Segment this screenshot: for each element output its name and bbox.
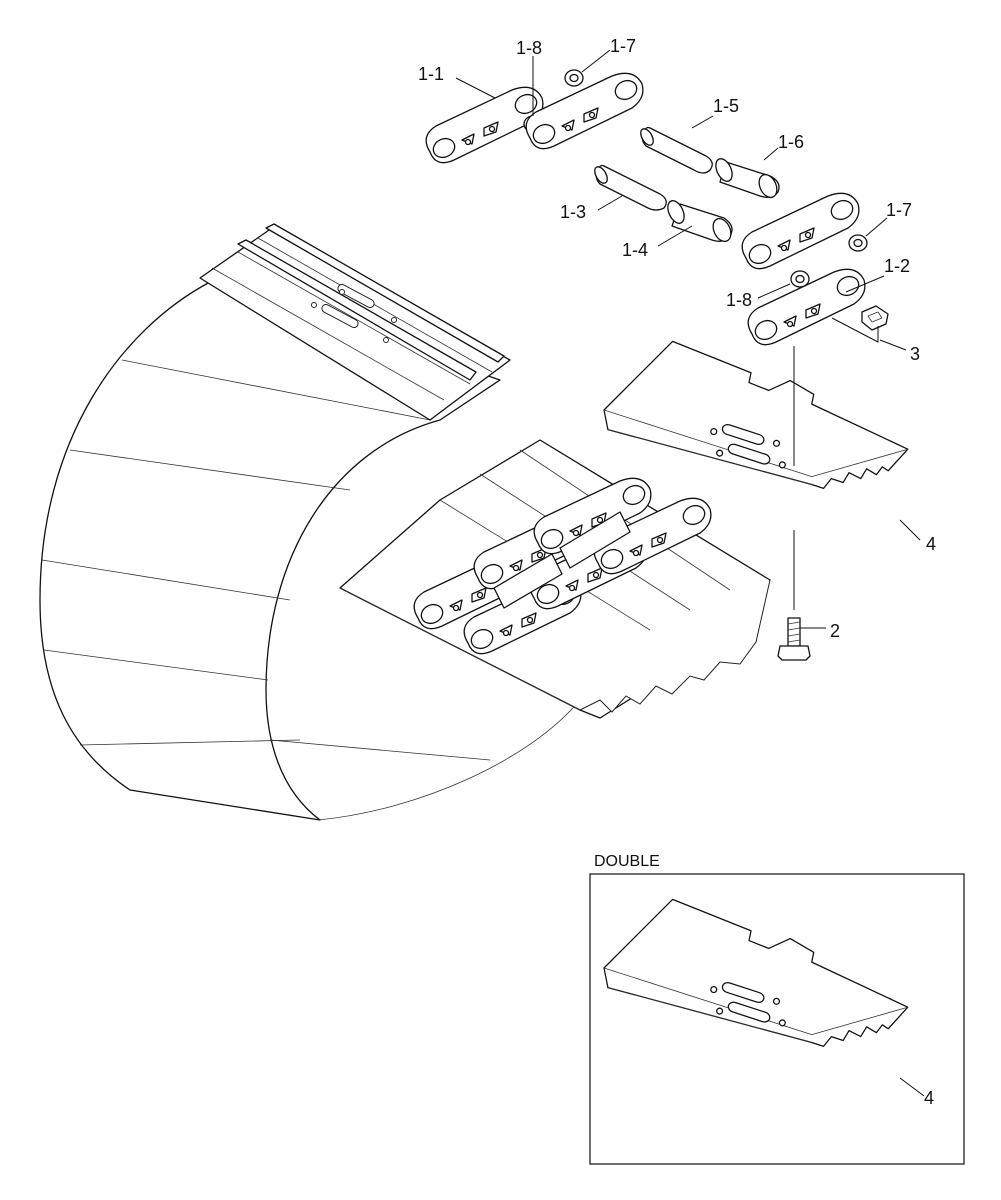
callout-3: 3 <box>910 344 920 364</box>
callout-1-5: 1-5 <box>713 96 739 116</box>
inset-frame <box>589 873 965 1165</box>
inset-callout-4: 4 <box>924 1088 934 1108</box>
callout-4: 4 <box>926 534 936 554</box>
track-assembly <box>39 223 771 821</box>
inset-double-shoe <box>603 898 909 1048</box>
callout-1-3: 1-3 <box>560 202 586 222</box>
track-shoe <box>603 340 909 490</box>
callout-1-4: 1-4 <box>622 240 648 260</box>
callout-labels: 1-1 1-8 1-7 1-5 1-6 1-3 1-4 1-7 1-2 1-8 … <box>418 36 936 641</box>
callout-1-7-right: 1-7 <box>886 200 912 220</box>
callout-1-8-top: 1-8 <box>516 38 542 58</box>
callout-1-8-mid: 1-8 <box>726 290 752 310</box>
double-inset: DOUBLE 4 <box>589 853 965 1165</box>
callout-1-1: 1-1 <box>418 64 444 84</box>
callout-1-2: 1-2 <box>884 256 910 276</box>
callout-1-7-top: 1-7 <box>610 36 636 56</box>
link-parts <box>425 69 889 346</box>
leader-lines <box>455 49 921 629</box>
callout-2: 2 <box>830 621 840 641</box>
callout-1-6: 1-6 <box>778 132 804 152</box>
inset-title: DOUBLE <box>594 853 660 870</box>
shoe-bolt <box>777 617 811 661</box>
